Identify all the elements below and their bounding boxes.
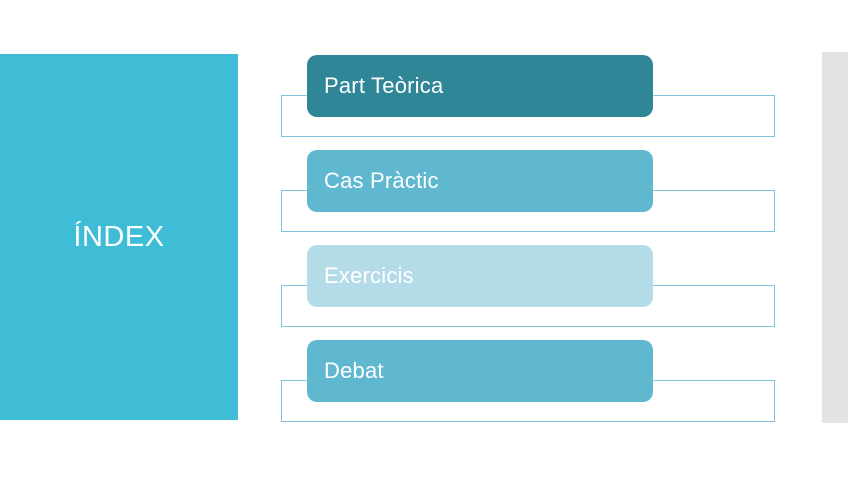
list-item[interactable]: Part Teòrica [281, 50, 778, 145]
right-side-bar [822, 52, 848, 423]
index-pill-4[interactable]: Debat [307, 340, 653, 402]
index-pill-3[interactable]: Exercicis [307, 245, 653, 307]
list-item[interactable]: Debat [281, 335, 778, 430]
page-title: ÍNDEX [73, 220, 165, 253]
index-list: Part Teòrica Cas Pràctic Exercicis Debat [281, 50, 781, 430]
index-pill-1[interactable]: Part Teòrica [307, 55, 653, 117]
list-item[interactable]: Exercicis [281, 240, 778, 335]
title-panel: ÍNDEX [0, 54, 238, 420]
list-item[interactable]: Cas Pràctic [281, 145, 778, 240]
index-pill-2[interactable]: Cas Pràctic [307, 150, 653, 212]
index-pill-label-2: Cas Pràctic [324, 168, 439, 193]
index-pill-label-4: Debat [324, 358, 384, 383]
index-pill-label-3: Exercicis [324, 263, 414, 288]
index-pill-label-1: Part Teòrica [324, 73, 444, 98]
